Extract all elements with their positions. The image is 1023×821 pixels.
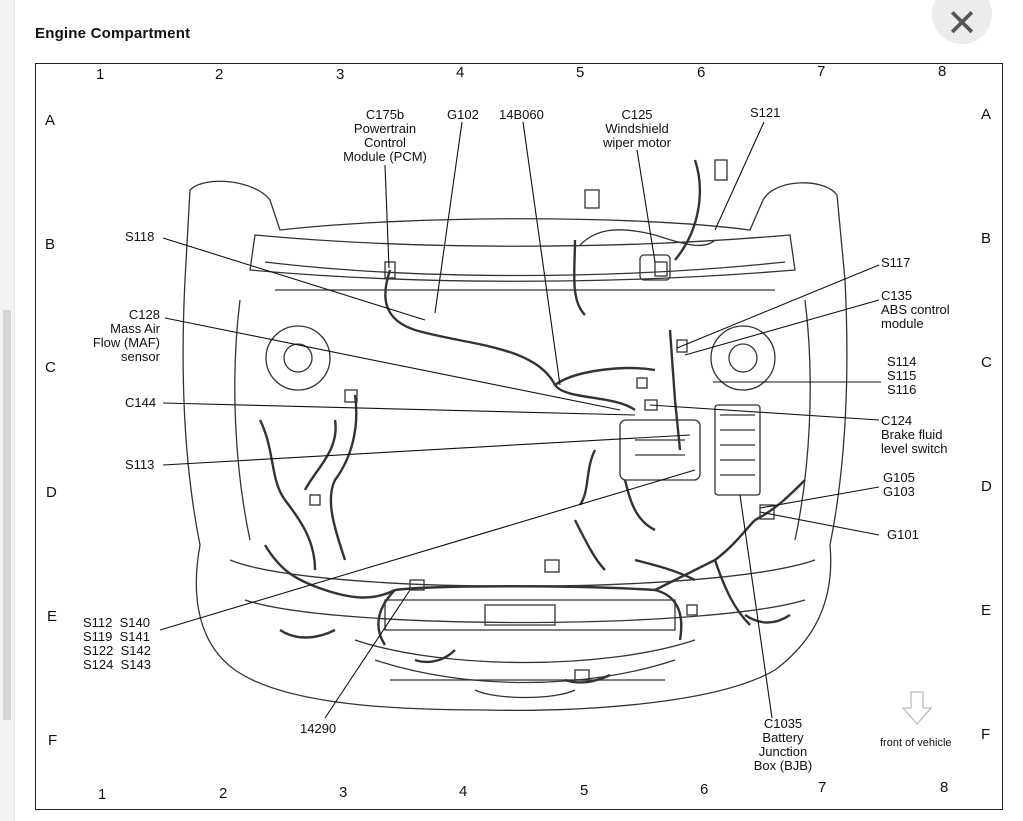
grid-col-8-top: 8 xyxy=(938,63,947,80)
grid-row-e-left: E xyxy=(47,608,58,625)
grid-col-1-top: 1 xyxy=(96,66,105,83)
grid-col-6-top: 6 xyxy=(697,64,706,81)
engine-compartment-drawing xyxy=(159,121,933,725)
label-14290: 14290 xyxy=(300,721,337,736)
label-s121: S121 xyxy=(750,105,781,120)
grid-col-4-bottom: 4 xyxy=(459,783,468,800)
grid-row-f-right: F xyxy=(981,726,991,743)
diagram-frame xyxy=(35,63,1003,810)
leader-lines xyxy=(159,121,881,719)
grid-row-f-left: F xyxy=(48,732,58,749)
grid-col-6-bottom: 6 xyxy=(700,781,709,798)
grid-row-a-left: A xyxy=(45,112,56,129)
label-14b060: 14B060 xyxy=(499,107,544,122)
label-g101: G101 xyxy=(887,527,919,542)
label-g102: G102 xyxy=(447,107,479,122)
scrollbar-track[interactable] xyxy=(0,0,14,821)
grid-col-4-top: 4 xyxy=(456,64,465,81)
scrollbar-thumb[interactable] xyxy=(3,310,11,720)
grid-col-3-top: 3 xyxy=(336,66,345,83)
grid-col-7-bottom: 7 xyxy=(818,779,827,796)
grid-row-c-right: C xyxy=(981,354,992,371)
grid-row-d-right: D xyxy=(981,478,992,495)
label-s118: S118 xyxy=(125,229,155,244)
label-s113: S113 xyxy=(125,457,155,472)
vehicle-outline xyxy=(182,159,848,711)
grid-col-7-top: 7 xyxy=(817,63,826,80)
grid-row-c-left: C xyxy=(45,359,56,376)
grid-col-8-bottom: 8 xyxy=(940,779,949,796)
close-icon: ✕ xyxy=(946,1,978,45)
front-arrow-icon xyxy=(901,691,933,725)
label-s117: S117 xyxy=(881,255,911,270)
label-c144: C144 xyxy=(125,395,157,410)
document-page: Engine Compartment xyxy=(14,0,1009,821)
grid-col-3-bottom: 3 xyxy=(339,784,348,801)
grid-row-d-left: D xyxy=(46,484,57,501)
grid-col-5-top: 5 xyxy=(576,64,585,81)
grid-row-a-right: A xyxy=(981,106,992,123)
grid-row-b-left: B xyxy=(45,236,56,253)
grid-col-2-bottom: 2 xyxy=(219,785,228,802)
grid-col-2-top: 2 xyxy=(215,66,224,83)
label-front-of-vehicle: front of vehicle xyxy=(880,737,952,749)
grid-row-e-right: E xyxy=(981,602,992,619)
page-title: Engine Compartment xyxy=(35,25,191,42)
grid-row-b-right: B xyxy=(981,230,992,247)
grid-col-1-bottom: 1 xyxy=(98,786,107,803)
grid-col-5-bottom: 5 xyxy=(580,782,589,799)
